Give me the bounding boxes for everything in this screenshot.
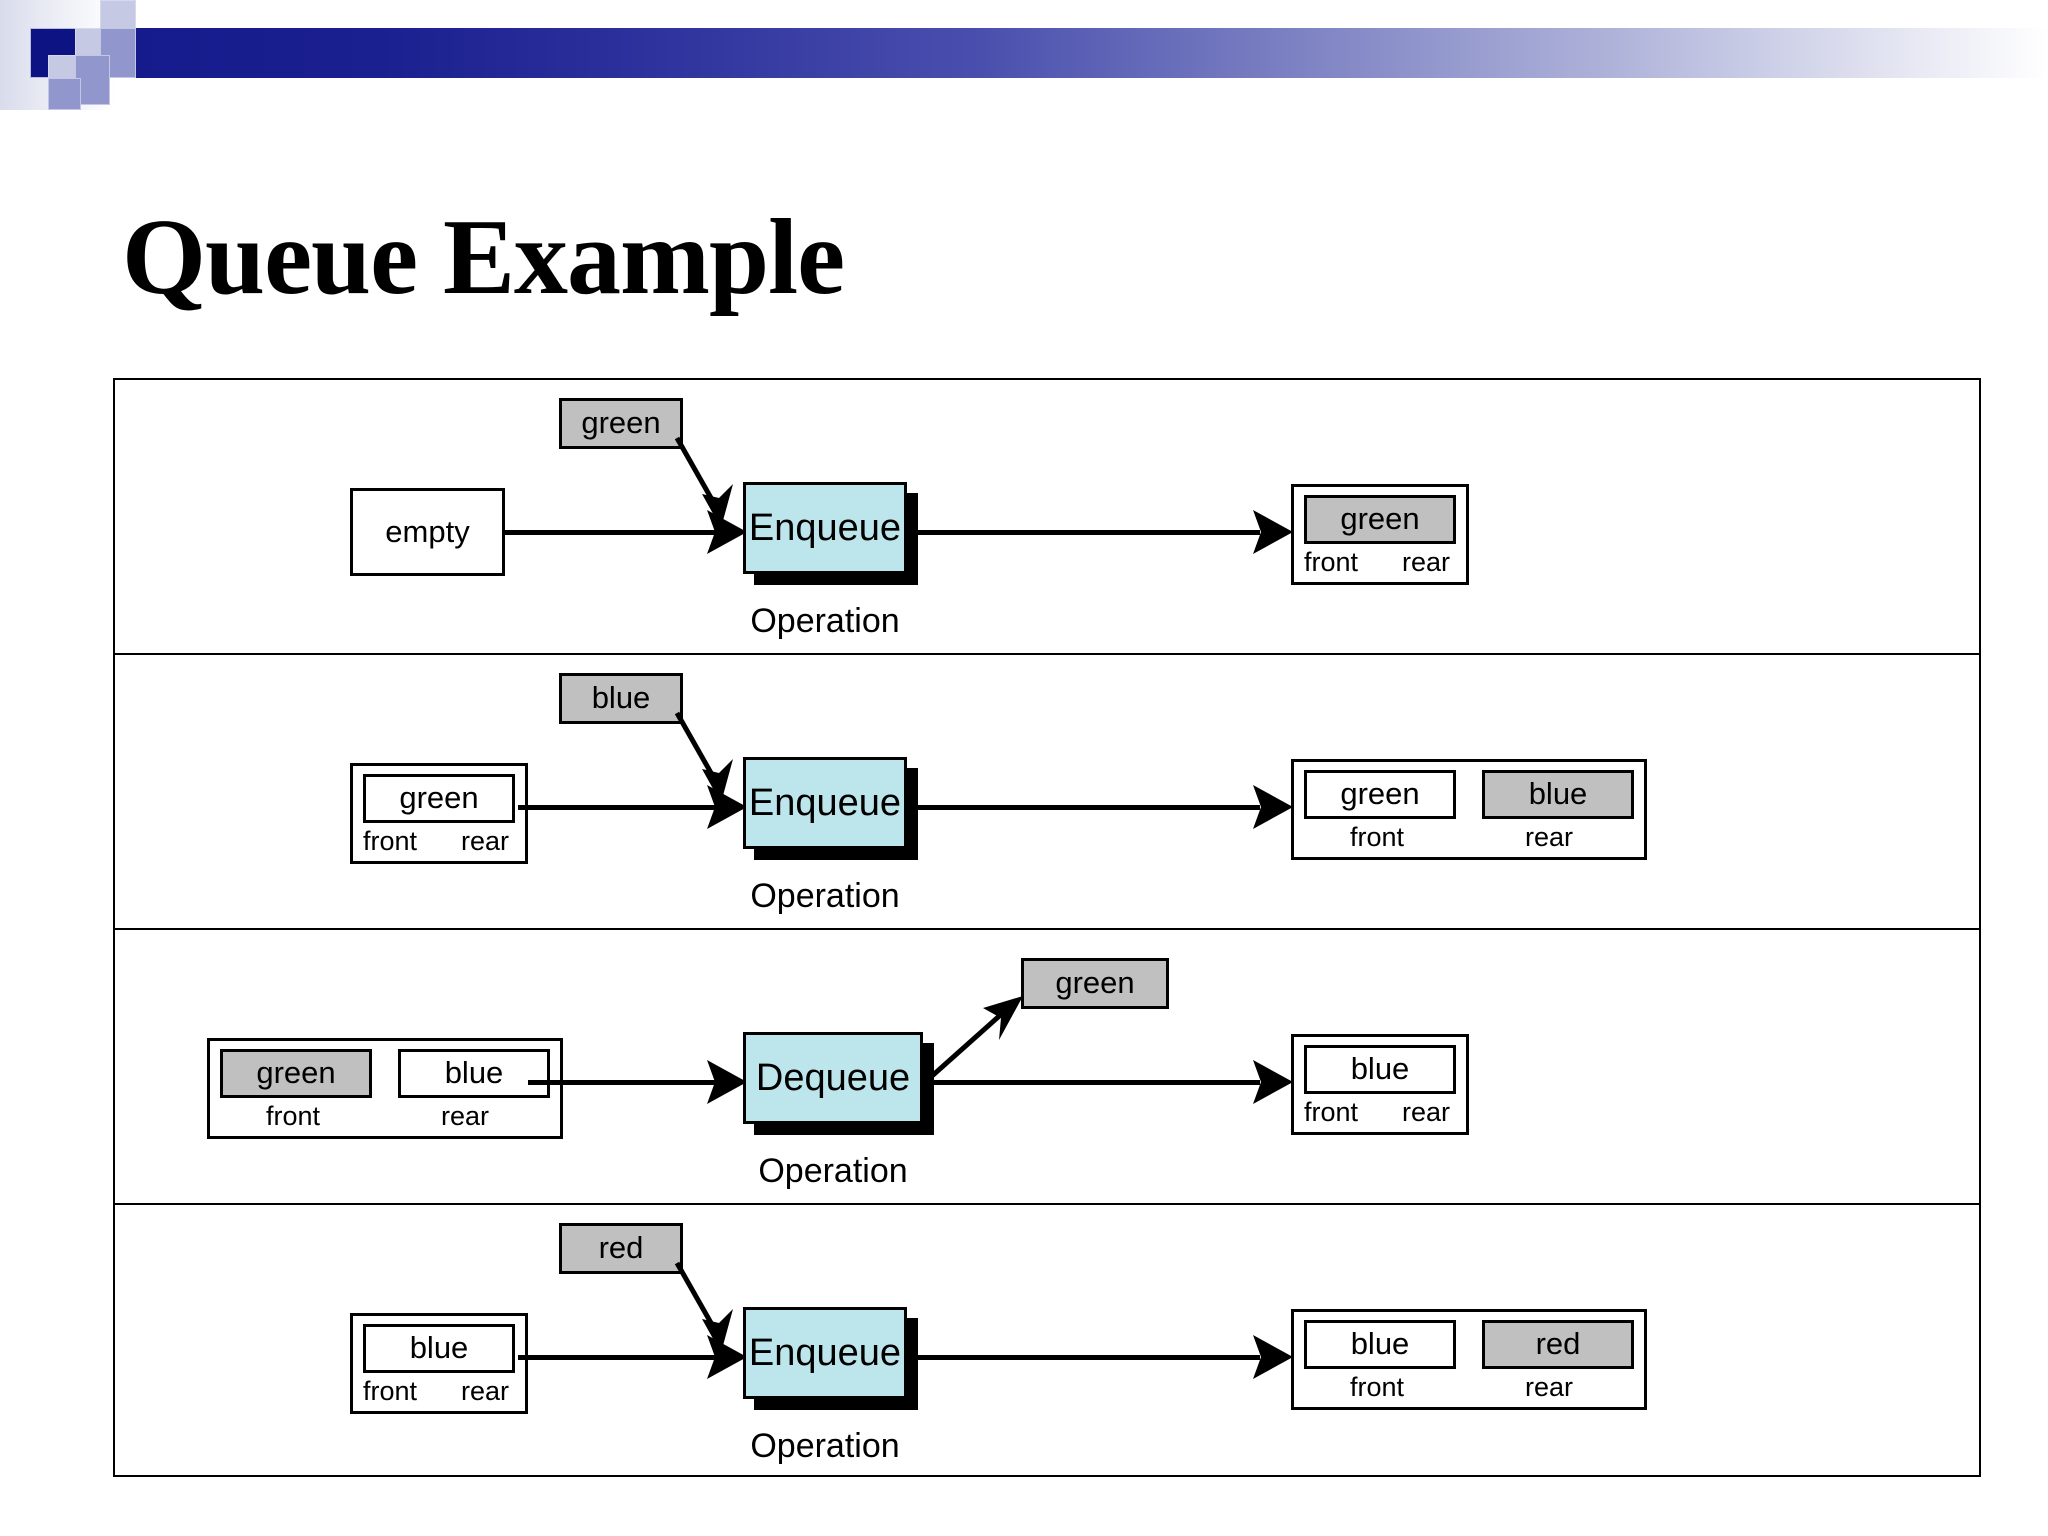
output-queue: blue red front rear: [1291, 1309, 1647, 1410]
front-pointer-label: front: [265, 1101, 321, 1131]
operation-box[interactable]: Enqueue: [743, 1307, 907, 1399]
operation-to-token-arrow: [921, 996, 1023, 1086]
rear-pointer-label: rear: [460, 826, 509, 856]
front-pointer-label: front: [1304, 547, 1359, 577]
input-to-operation-line: [528, 1080, 715, 1085]
operation-block: Enqueue Operation: [743, 482, 907, 640]
input-to-operation-arrowhead: [707, 510, 747, 554]
input-token: green: [559, 398, 683, 449]
queue-cell: blue: [1304, 1045, 1456, 1094]
input-queue: green blue front rear: [207, 1038, 563, 1139]
queue-cell: green: [1304, 770, 1456, 819]
input-to-operation-line: [505, 530, 715, 535]
header-gradient-bar: [110, 28, 2048, 78]
table-row: red blue front rear Enqueue Operat: [115, 1205, 1979, 1477]
header-square-light-top: [100, 0, 136, 30]
operation-to-output-arrowhead: [1253, 1335, 1293, 1379]
queue-cell: green: [1304, 495, 1456, 544]
operation-caption: Operation: [758, 1152, 908, 1190]
table-row: green empty Enqueue Operation: [115, 380, 1979, 655]
queue-cell: blue: [1482, 770, 1634, 819]
operation-to-output-arrowhead: [1253, 1060, 1293, 1104]
operation-caption: Operation: [750, 602, 900, 640]
rear-pointer-label: rear: [1524, 822, 1573, 852]
rear-pointer-label: rear: [460, 1376, 509, 1406]
output-token: green: [1021, 958, 1169, 1009]
front-pointer-label: front: [1304, 1097, 1359, 1127]
queue-cell: blue: [363, 1324, 515, 1373]
input-token: blue: [559, 673, 683, 724]
rear-pointer-label: rear: [1401, 547, 1450, 577]
input-queue: empty: [350, 488, 505, 576]
front-pointer-label: front: [363, 826, 418, 856]
queue-cell: red: [1482, 1320, 1634, 1369]
token-to-operation-arrow: [674, 711, 733, 803]
input-to-operation-arrowhead: [707, 785, 747, 829]
operation-to-output-line: [915, 530, 1260, 535]
front-pointer-label: front: [363, 1376, 418, 1406]
operation-to-output-arrowhead: [1253, 785, 1293, 829]
operation-label: Dequeue: [755, 1056, 911, 1099]
front-pointer-label: front: [1349, 822, 1405, 852]
output-queue: green blue front rear: [1291, 759, 1647, 860]
front-pointer-label: front: [1349, 1372, 1405, 1402]
queue-cell: blue: [1304, 1320, 1456, 1369]
input-to-operation-arrowhead: [707, 1335, 747, 1379]
queue-example-diagram: green empty Enqueue Operation: [113, 378, 1981, 1477]
operation-to-output-arrowhead: [1253, 510, 1293, 554]
slide-header-decoration: [0, 0, 2048, 110]
input-queue: blue front rear: [350, 1313, 528, 1414]
operation-box[interactable]: Enqueue: [743, 482, 907, 574]
operation-block: Enqueue Operation: [743, 757, 907, 915]
rear-pointer-label: rear: [1401, 1097, 1450, 1127]
queue-cell: green: [363, 774, 515, 823]
token-to-operation-arrow: [674, 436, 733, 528]
output-queue: green front rear: [1291, 484, 1469, 585]
header-square-mid-bottom: [48, 78, 81, 110]
operation-label: Enqueue: [748, 781, 902, 824]
operation-box[interactable]: Enqueue: [743, 757, 907, 849]
table-row: blue green front rear Enqueue: [115, 655, 1979, 930]
operation-block: Dequeue Operation: [743, 1032, 923, 1190]
operation-caption: Operation: [750, 877, 900, 915]
input-queue: green front rear: [350, 763, 528, 864]
operation-to-output-line: [915, 805, 1260, 810]
table-row: green green blue front rear Dequeue Oper…: [115, 930, 1979, 1205]
operation-label: Enqueue: [748, 506, 902, 549]
page-title: Queue Example: [122, 198, 845, 318]
queue-cell: green: [220, 1049, 372, 1098]
operation-caption: Operation: [750, 1427, 900, 1465]
input-to-operation-line: [518, 1355, 715, 1360]
output-queue: blue front rear: [1291, 1034, 1469, 1135]
queue-cell: blue: [398, 1049, 550, 1098]
input-to-operation-line: [518, 805, 715, 810]
input-to-operation-arrowhead: [707, 1060, 747, 1104]
operation-box[interactable]: Dequeue: [743, 1032, 923, 1124]
operation-to-output-line: [931, 1080, 1260, 1085]
input-token: red: [559, 1223, 683, 1274]
empty-label: empty: [385, 514, 470, 549]
operation-to-output-line: [915, 1355, 1260, 1360]
operation-label: Enqueue: [748, 1331, 902, 1374]
token-to-operation-arrow: [674, 1261, 733, 1353]
rear-pointer-label: rear: [1524, 1372, 1573, 1402]
operation-block: Enqueue Operation: [743, 1307, 907, 1465]
rear-pointer-label: rear: [440, 1101, 489, 1131]
